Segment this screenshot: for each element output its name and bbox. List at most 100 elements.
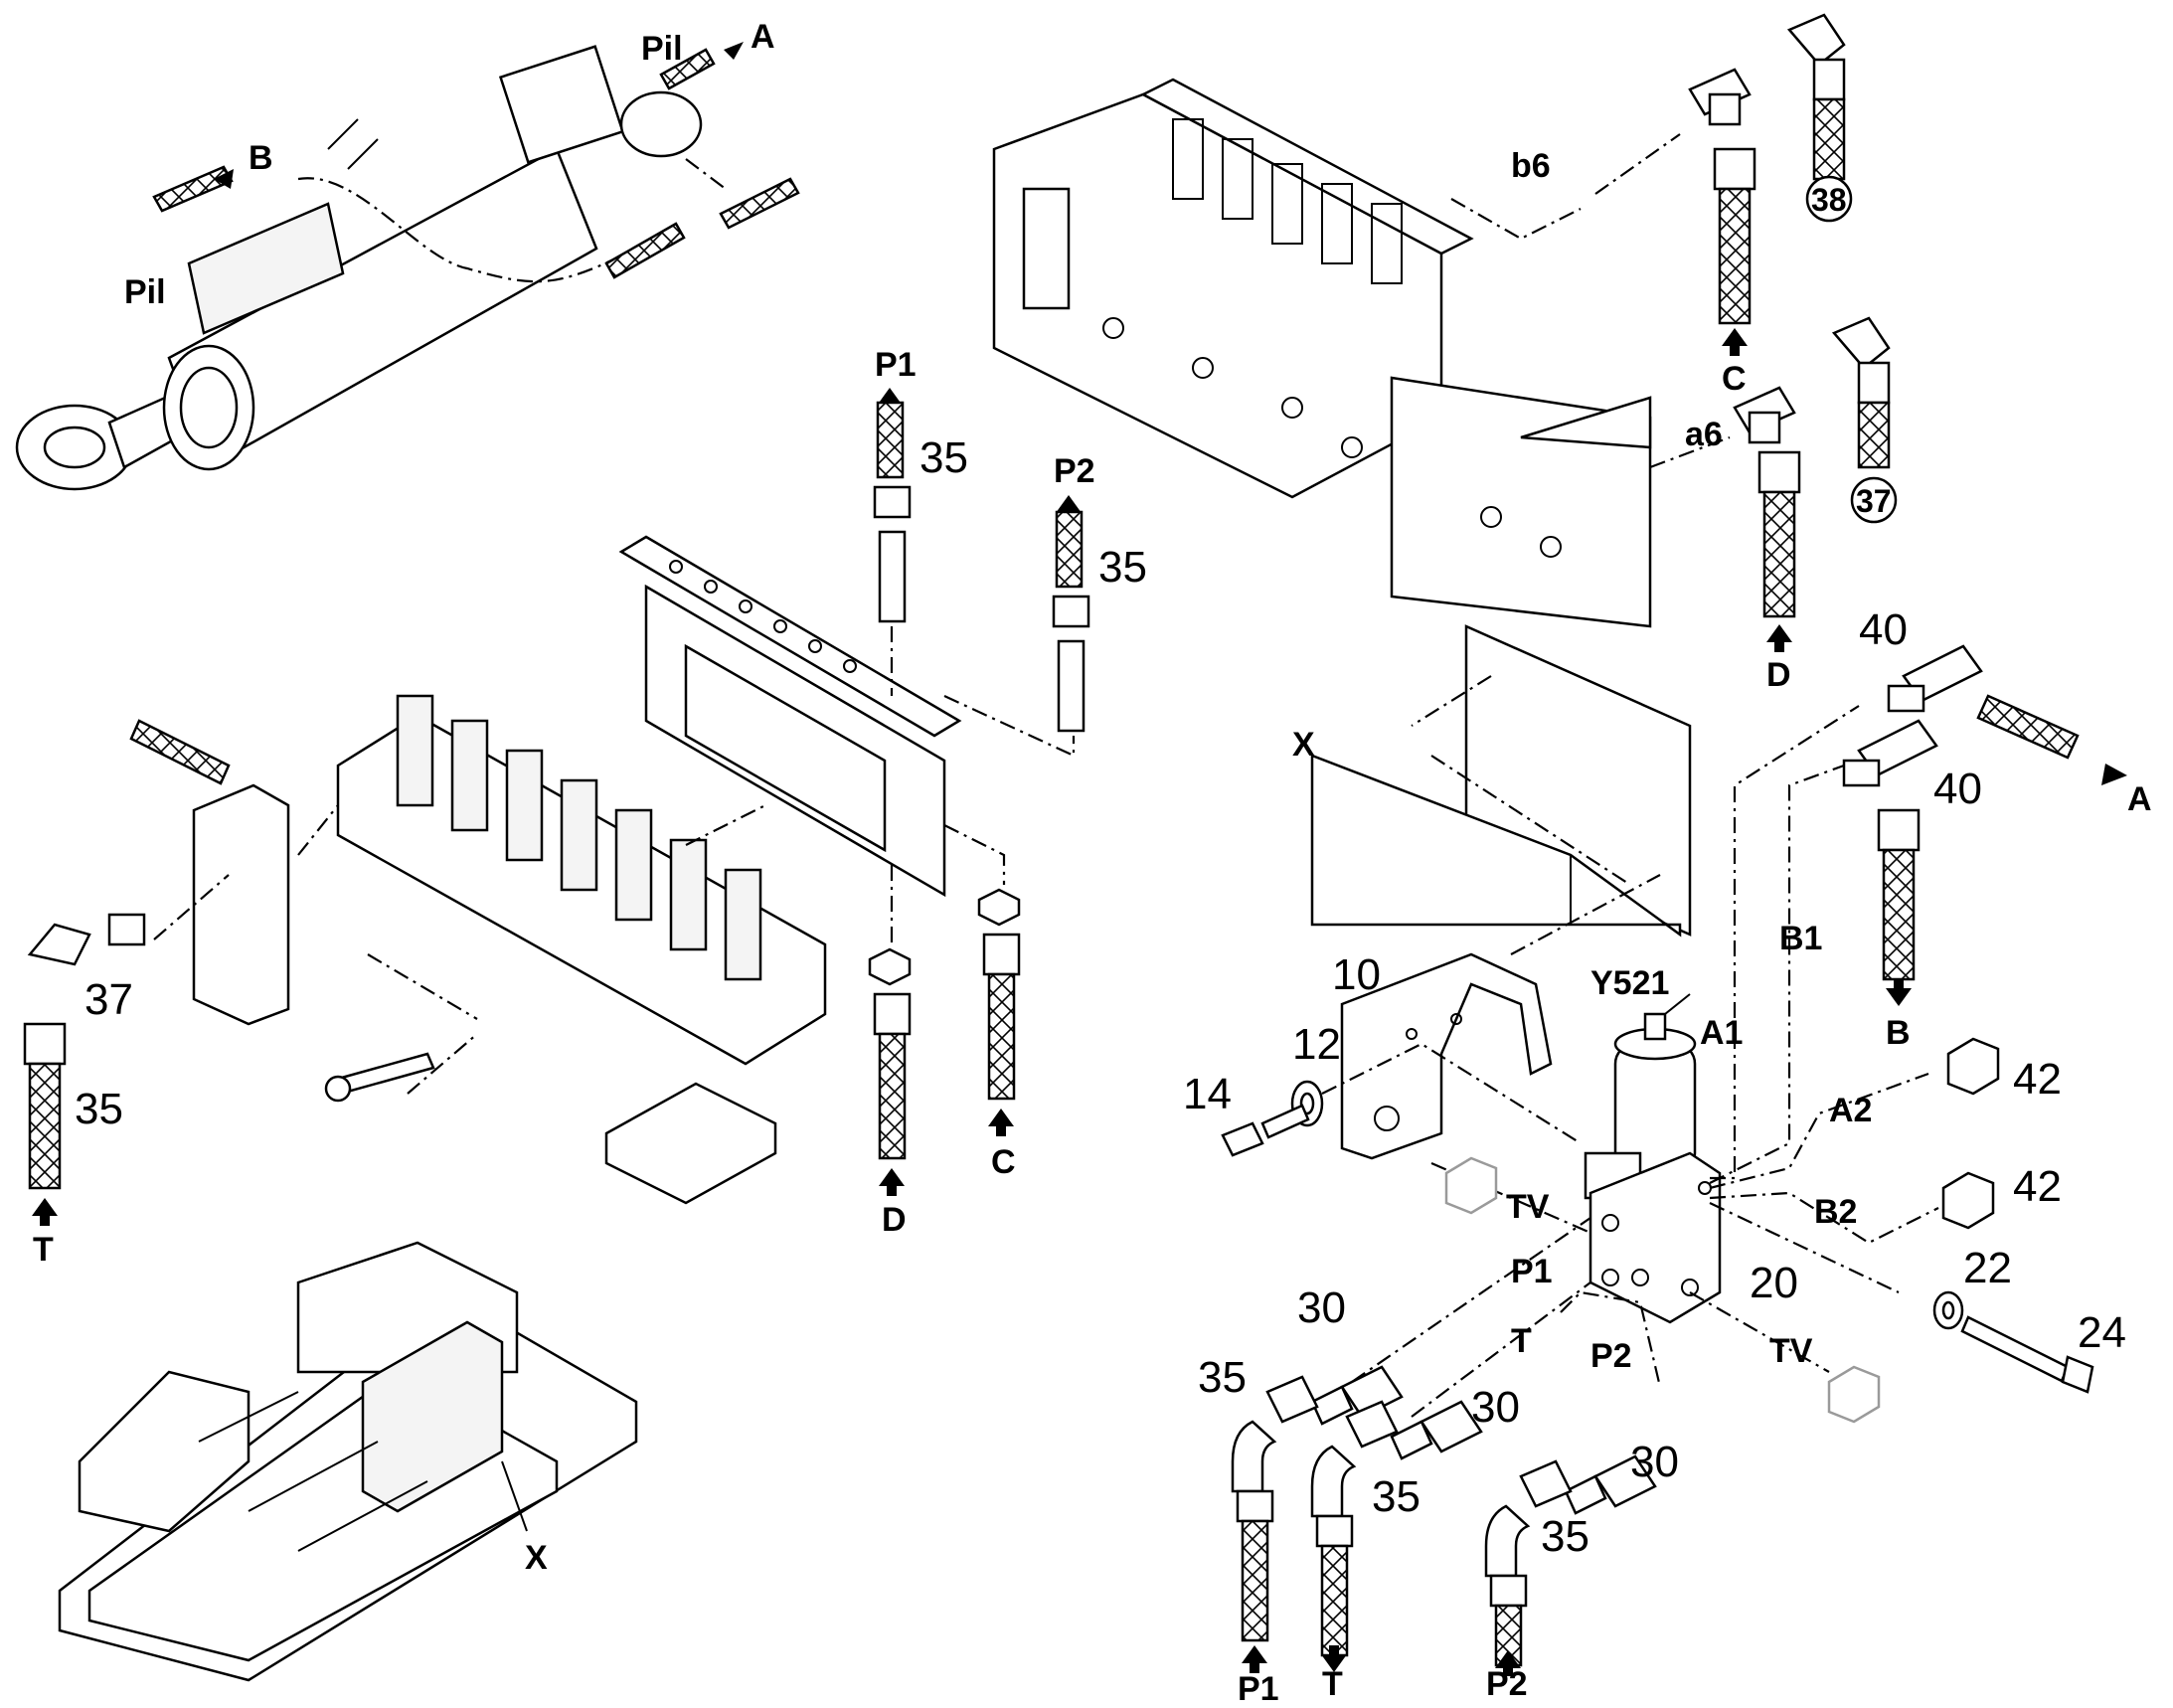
label-30-b: 30: [1471, 1383, 1520, 1432]
plug-tv-bottom: [1827, 1365, 1881, 1424]
label-d-bottom: D: [882, 1201, 907, 1239]
hose-p2-top: [1052, 495, 1090, 733]
label-p2-out: P2: [1486, 1665, 1528, 1703]
label-40-top: 40: [1859, 605, 1908, 654]
left-hose-35: [23, 923, 91, 1226]
solenoid-valve-y521: [1584, 993, 1722, 1324]
label-y521: Y521: [1590, 964, 1669, 1002]
label-a6: a6: [1685, 416, 1723, 453]
solenoid-valve-bank: [336, 694, 827, 1205]
hose-p1-top: [873, 388, 912, 623]
label-port-b-cyl: B: [249, 139, 273, 177]
bolt-14: [1221, 1104, 1310, 1157]
callout-38: [1805, 175, 1853, 223]
label-c-valve: C: [1722, 360, 1747, 398]
label-t-left: T: [33, 1231, 54, 1269]
bolt-24: [1960, 1315, 2094, 1394]
arrow-b-cyl-icon: [214, 169, 234, 189]
arrow-p1-top-icon: [877, 388, 903, 406]
arrow-t-left-icon: [32, 1198, 58, 1216]
hose-d-bottom: [868, 947, 912, 1196]
label-38: 38: [1811, 182, 1847, 218]
label-p1-top: P1: [875, 346, 917, 384]
fitting-30-b: [1390, 1400, 1483, 1460]
label-30-a: 30: [1297, 1283, 1346, 1332]
arrow-c-bottom-icon: [988, 1109, 1014, 1126]
arrow-p2-out-icon: [1495, 1650, 1521, 1668]
fitting-group-b6: C 38: [1688, 13, 1853, 398]
label-35-c: 35: [1541, 1512, 1589, 1561]
label-35-p2: 35: [1098, 543, 1147, 592]
label-40-bottom: 40: [1933, 765, 1982, 813]
arrow-d-bottom-icon: [879, 1168, 905, 1186]
fitting-group-a6: D 37: [1733, 316, 1898, 694]
label-37-left: 37: [84, 975, 133, 1024]
label-t-line: T: [1511, 1322, 1532, 1360]
machine-chassis: [58, 1241, 638, 1682]
bracket-10: [1340, 952, 1553, 1160]
label-10: 10: [1332, 950, 1381, 999]
hydraulic-cylinder: [15, 45, 703, 491]
label-35-p1: 35: [919, 433, 968, 482]
arrow-t-out-icon: [1321, 1654, 1347, 1672]
label-22: 22: [1963, 1244, 2012, 1292]
arrow-a-right-icon: [2101, 764, 2127, 785]
valve-mounting-frame: [618, 535, 962, 898]
bolt-bottom-frame: [324, 1052, 435, 1103]
label-pil-top: Pil: [641, 30, 683, 68]
hose-35-t: [1310, 1400, 1399, 1672]
fitting-30-a: [1310, 1365, 1404, 1426]
label-30-c: 30: [1630, 1438, 1679, 1486]
label-p1-out: P1: [1238, 1670, 1279, 1703]
label-24: 24: [2078, 1308, 2126, 1357]
mounting-panel: [1310, 624, 1692, 938]
arrow-b-right-icon: [1886, 988, 1912, 1006]
label-35-b: 35: [1372, 1472, 1421, 1521]
label-b-right: B: [1886, 1014, 1911, 1052]
label-b6: b6: [1511, 147, 1551, 185]
label-a1: A1: [1700, 1014, 1743, 1052]
washer-22: [1932, 1290, 1964, 1330]
arrow-p1-out-icon: [1242, 1645, 1267, 1663]
label-port-a-cyl: A: [751, 18, 775, 56]
label-37-circle: 37: [1856, 483, 1892, 519]
arrow-p2-top-icon: [1056, 495, 1082, 513]
label-a-right: A: [2127, 780, 2152, 818]
label-pil-left: Pil: [124, 273, 166, 311]
label-p2-top: P2: [1054, 452, 1095, 490]
label-12: 12: [1292, 1020, 1341, 1069]
label-d-valve: D: [1766, 656, 1791, 694]
label-x-frame: X: [1292, 726, 1315, 764]
label-20: 20: [1750, 1259, 1798, 1307]
left-fitting-block: [107, 719, 290, 1026]
label-tv-bottom: TV: [1769, 1332, 1813, 1370]
label-35-a: 35: [1198, 1353, 1247, 1402]
label-b2: B2: [1814, 1193, 1857, 1231]
label-tv-top: TV: [1506, 1188, 1550, 1226]
plugs-42: [1941, 1037, 2000, 1230]
arrow-c-valve-icon: [1722, 328, 1748, 346]
label-35-left: 35: [75, 1085, 123, 1133]
fitting-30-c: [1564, 1454, 1657, 1515]
arrow-d-valve-icon: [1766, 624, 1792, 642]
label-b1: B1: [1779, 920, 1822, 957]
label-c-bottom: C: [991, 1143, 1016, 1181]
hose-35-p2: [1484, 1459, 1573, 1676]
label-42-bottom: 42: [2013, 1162, 2062, 1211]
label-t-out: T: [1322, 1665, 1343, 1703]
tee-fittings-40: [1842, 644, 2127, 1006]
label-14: 14: [1183, 1070, 1232, 1118]
label-a2: A2: [1829, 1092, 1872, 1129]
label-x-bottom: X: [525, 1539, 548, 1577]
plug-tv-top: [1444, 1156, 1498, 1215]
arrow-a-cyl-icon: [724, 42, 744, 60]
callout-37: [1850, 476, 1898, 524]
label-p2-line: P2: [1590, 1337, 1632, 1375]
hose-35-p1: [1231, 1375, 1319, 1673]
main-valve-block: [992, 78, 1652, 628]
hose-c-bottom: [977, 888, 1021, 1136]
label-p1-line: P1: [1511, 1253, 1553, 1290]
label-42-top: 42: [2013, 1055, 2062, 1104]
